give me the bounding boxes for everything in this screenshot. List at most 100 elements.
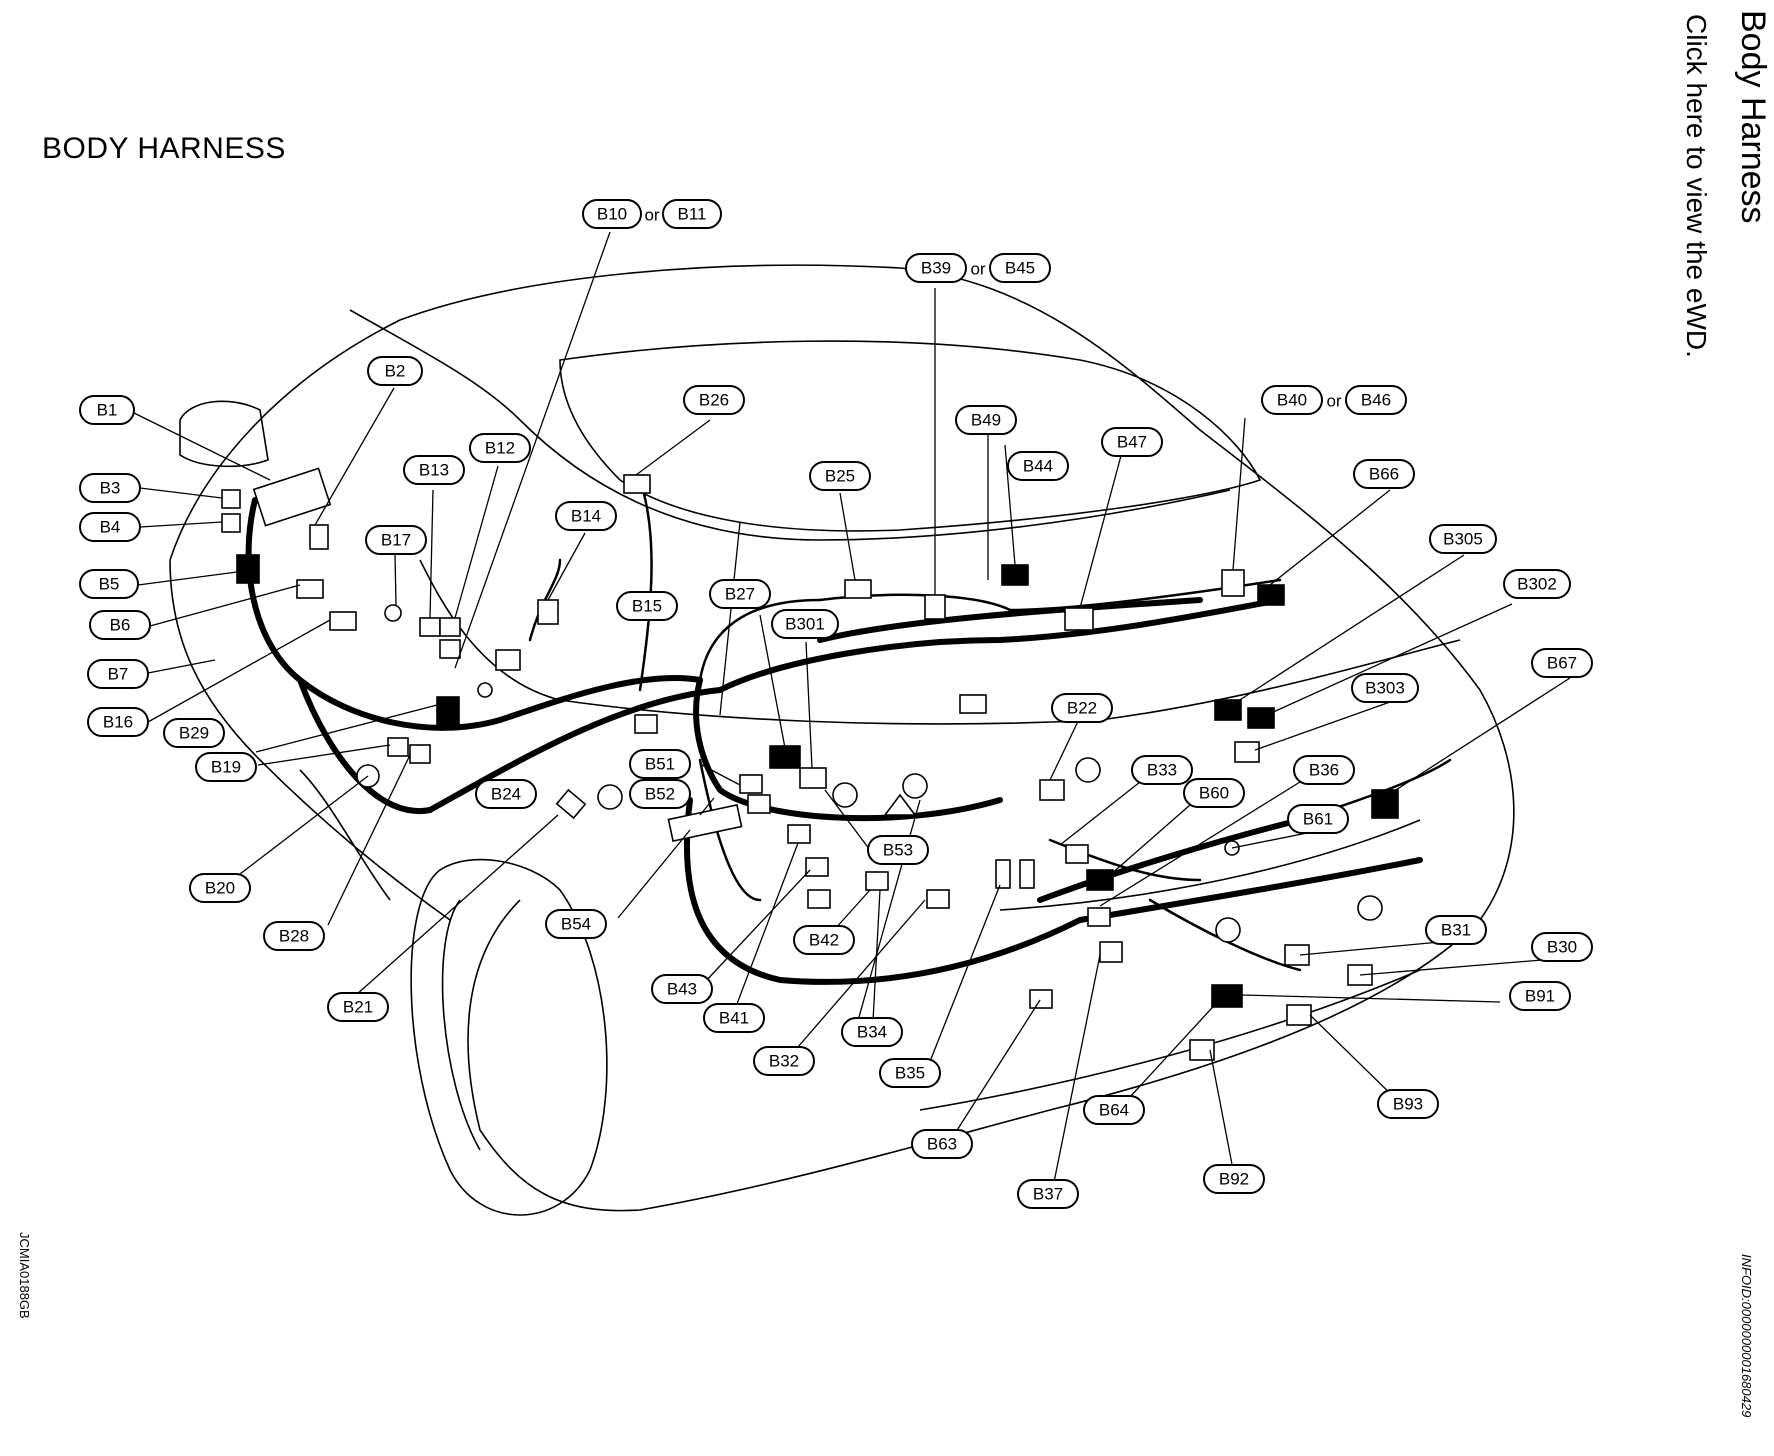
label-b20: B20 [189,873,251,903]
label-b93: B93 [1377,1089,1439,1119]
svg-text:B4: B4 [100,518,121,537]
svg-text:B10: B10 [597,205,627,224]
svg-text:B19: B19 [211,758,241,777]
label-b92: B92 [1203,1164,1265,1194]
label-b30: B30 [1531,932,1593,962]
svg-text:B37: B37 [1033,1185,1063,1204]
svg-text:B1: B1 [97,401,118,420]
label-b303: B303 [1351,673,1419,703]
label-b5: B5 [79,569,139,599]
svg-text:B46: B46 [1361,391,1391,410]
label-b21: B21 [327,992,389,1022]
label-b22: B22 [1051,693,1113,723]
svg-text:B49: B49 [971,411,1001,430]
svg-text:B3: B3 [100,479,121,498]
lcu-module [252,467,332,527]
svg-text:B51: B51 [645,755,675,774]
svg-text:B6: B6 [110,616,131,635]
label-b49: B49 [955,405,1017,435]
label-b41: B41 [703,1003,765,1033]
svg-text:B301: B301 [785,615,825,634]
svg-text:B92: B92 [1219,1170,1249,1189]
svg-text:B2: B2 [385,362,406,381]
svg-text:B20: B20 [205,879,235,898]
label-b51: B51 [629,749,691,779]
label-b46: B46 [1345,385,1407,415]
svg-text:B30: B30 [1547,938,1577,957]
svg-text:B12: B12 [485,439,515,458]
label-b10: B10 [582,199,642,229]
label-b25: B25 [809,461,871,491]
svg-text:B53: B53 [883,841,913,860]
label-b1: B1 [79,395,135,425]
svg-text:B45: B45 [1005,259,1035,278]
svg-text:B13: B13 [419,461,449,480]
svg-text:B93: B93 [1393,1095,1423,1114]
svg-text:B40: B40 [1277,391,1307,410]
label-b52: B52 [629,779,691,809]
label-b44: B44 [1007,451,1069,481]
svg-text:B60: B60 [1199,784,1229,803]
svg-text:B67: B67 [1547,654,1577,673]
label-b29: B29 [163,718,225,748]
svg-text:B27: B27 [725,585,755,604]
svg-text:B25: B25 [825,467,855,486]
label-b305: B305 [1429,524,1497,554]
connector-labels: B1 B2 B3 B4 B5 B6 B7 B10 B11 B12 B13 B14… [79,199,1593,1209]
label-b302: B302 [1503,569,1571,599]
svg-text:B22: B22 [1067,699,1097,718]
svg-text:B34: B34 [857,1023,887,1042]
svg-text:B39: B39 [921,259,951,278]
label-b61: B61 [1287,804,1349,834]
label-b47: B47 [1101,427,1163,457]
label-b7: B7 [87,659,149,689]
car-body-outline [169,264,1515,1216]
label-b35: B35 [879,1058,941,1088]
svg-text:B5: B5 [99,575,120,594]
label-b43: B43 [651,974,713,1004]
label-b2: B2 [367,356,423,386]
label-b36: B36 [1293,755,1355,785]
label-b53: B53 [867,835,929,865]
label-b66: B66 [1353,459,1415,489]
svg-text:B64: B64 [1099,1101,1129,1120]
label-b32: B32 [753,1046,815,1076]
connectors [221,467,1399,1061]
label-b19: B19 [195,752,257,782]
svg-text:B15: B15 [632,597,662,616]
svg-text:B36: B36 [1309,761,1339,780]
label-b60: B60 [1183,778,1245,808]
svg-text:B52: B52 [645,785,675,804]
or-label-b40-b46: or [1326,392,1341,411]
label-b12: B12 [469,433,531,463]
label-b34: B34 [841,1017,903,1047]
label-b27: B27 [709,579,771,609]
label-b37: B37 [1017,1179,1079,1209]
label-b301: B301 [771,609,839,639]
label-b40: B40 [1261,385,1323,415]
svg-text:B21: B21 [343,998,373,1017]
svg-text:B44: B44 [1023,457,1053,476]
label-b91: B91 [1509,981,1571,1011]
svg-text:B11: B11 [678,205,707,224]
svg-text:B31: B31 [1441,921,1471,940]
branch-wires [528,478,1452,972]
label-b26: B26 [683,385,745,415]
svg-text:B302: B302 [1517,575,1557,594]
svg-text:B305: B305 [1443,530,1483,549]
label-b67: B67 [1531,648,1593,678]
label-b4: B4 [79,512,141,542]
svg-text:B28: B28 [279,927,309,946]
svg-text:B16: B16 [103,713,133,732]
svg-text:B26: B26 [699,391,729,410]
label-b39: B39 [905,253,967,283]
or-label-b39-b45: or [970,260,985,279]
svg-text:B43: B43 [667,980,697,999]
svg-text:B66: B66 [1369,465,1399,484]
label-b17: B17 [365,525,427,555]
label-b63: B63 [911,1129,973,1159]
label-b42: B42 [793,925,855,955]
svg-text:B35: B35 [895,1064,925,1083]
svg-text:B7: B7 [108,665,129,684]
label-b16: B16 [87,707,149,737]
